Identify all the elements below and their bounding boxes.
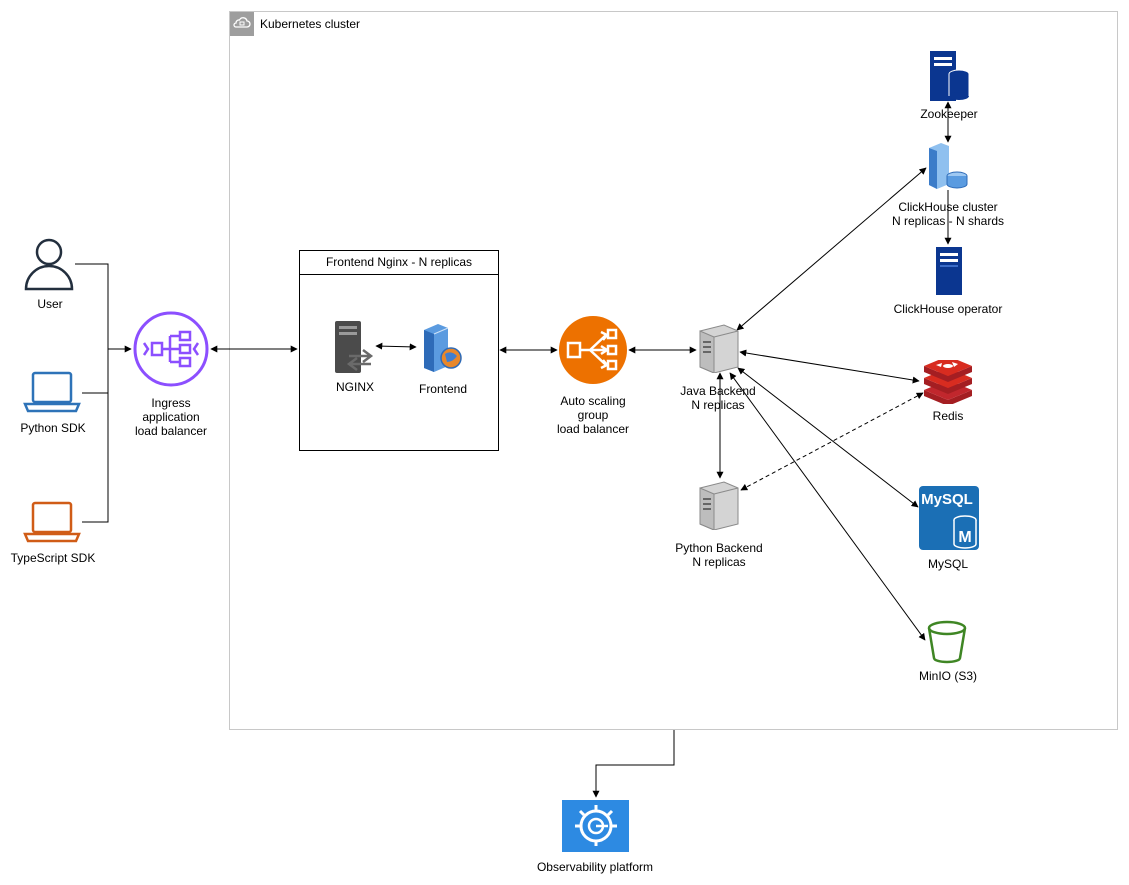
mysql-icon[interactable]: MySQL M: [919, 486, 979, 550]
redis-icon[interactable]: [922, 356, 974, 406]
java-backend-label: Java Backend N replicas: [680, 384, 756, 412]
load-balancer-icon-autoscaling[interactable]: [558, 315, 628, 385]
frontend-webserver-icon[interactable]: [420, 322, 464, 372]
python-sdk-label: Python SDK: [20, 421, 86, 435]
user-to-ingress-edge: [75, 263, 132, 353]
nginx-label: NGINX: [335, 380, 374, 394]
observability-label: Observability platform: [536, 860, 654, 874]
frontend-group-title: Frontend Nginx - N replicas: [300, 251, 498, 275]
mysql-label: MySQL: [927, 557, 968, 571]
zookeeper-label: Zookeeper: [920, 107, 978, 121]
frontend-label: Frontend: [418, 382, 468, 396]
java-to-clickhouse-edge: [736, 167, 927, 331]
cluster-title: Kubernetes cluster: [260, 17, 361, 31]
python-backend-server-icon[interactable]: [698, 480, 740, 531]
java-to-minio-edge: [729, 372, 926, 641]
python-backend-label: Python Backend N replicas: [675, 541, 763, 569]
redis-label: Redis: [932, 409, 964, 423]
clickhouse-cluster-label: ClickHouse cluster N replicas - N shards: [891, 200, 1005, 228]
bucket-icon[interactable]: [926, 620, 968, 664]
nginx-to-frontend-edge: [375, 342, 417, 351]
mysql-badge: M: [958, 529, 971, 546]
mysql-logo-text: MySQL: [921, 491, 973, 508]
user-icon[interactable]: [24, 237, 74, 291]
nginx-server-icon[interactable]: [333, 320, 375, 374]
grafana-icon[interactable]: [562, 800, 629, 852]
zookeeper-server-icon[interactable]: [929, 50, 971, 102]
frontend-nginx-group: Frontend Nginx - N replicas: [299, 250, 499, 451]
python-to-redis-edge: [740, 392, 924, 491]
cloud-icon: [230, 12, 254, 36]
user-label: User: [37, 297, 63, 311]
cluster-to-observability-edge: [592, 730, 675, 798]
java-backend-server-icon[interactable]: [698, 323, 740, 374]
java-to-redis-edge: [739, 349, 920, 384]
python-sdk-to-ingress-edge: [82, 349, 109, 394]
clickhouse-operator-label: ClickHouse operator: [893, 302, 1003, 316]
typescript-sdk-label: TypeScript SDK: [10, 551, 96, 565]
ingress-label: Ingress application load balancer: [134, 396, 208, 438]
load-balancer-icon-ingress[interactable]: [132, 310, 210, 388]
clickhouse-cluster-icon[interactable]: [927, 142, 969, 190]
minio-label: MinIO (S3): [918, 669, 977, 683]
typescript-sdk-to-ingress-edge: [82, 349, 109, 523]
laptop-icon-python[interactable]: [23, 370, 81, 414]
laptop-icon-typescript[interactable]: [23, 500, 81, 544]
autoscaling-label: Auto scaling group load balancer: [556, 394, 630, 436]
clickhouse-operator-server-icon[interactable]: [935, 246, 963, 296]
